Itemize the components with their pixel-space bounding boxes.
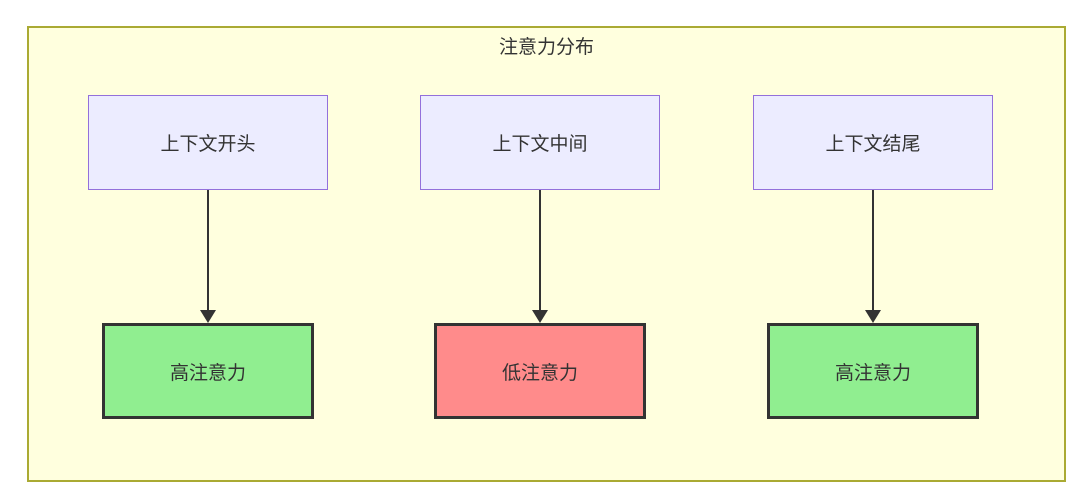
arrow-down [865, 190, 881, 323]
result-node-label: 高注意力 [169, 362, 246, 384]
arrow-line [539, 190, 541, 310]
arrow-head-icon [532, 310, 548, 323]
result-node-high-attention: 高注意力 [102, 323, 314, 419]
source-node-context-middle: 上下文中间 [420, 95, 660, 190]
diagram-column-begin: 上下文开头 高注意力 [88, 95, 328, 419]
arrow-line [872, 190, 874, 310]
attention-distribution-subgraph: 注意力分布 上下文开头 高注意力 上下文中间 低注意力 [27, 26, 1066, 482]
diagram-column-middle: 上下文中间 低注意力 [420, 95, 660, 419]
source-node-context-begin: 上下文开头 [88, 95, 328, 190]
result-node-label: 低注意力 [501, 362, 578, 384]
source-node-label: 上下文开头 [160, 134, 256, 155]
result-node-high-attention: 高注意力 [767, 323, 979, 419]
arrow-down [532, 190, 548, 323]
source-node-context-end: 上下文结尾 [753, 95, 993, 190]
result-node-label: 高注意力 [834, 362, 911, 384]
arrow-head-icon [865, 310, 881, 323]
result-node-low-attention: 低注意力 [434, 323, 646, 419]
diagram-title: 注意力分布 [498, 37, 594, 58]
arrow-down [200, 190, 216, 323]
source-node-label: 上下文中间 [492, 134, 588, 155]
arrow-line [207, 190, 209, 310]
source-node-label: 上下文结尾 [825, 134, 921, 155]
arrow-head-icon [200, 310, 216, 323]
diagram-column-end: 上下文结尾 高注意力 [753, 95, 993, 419]
